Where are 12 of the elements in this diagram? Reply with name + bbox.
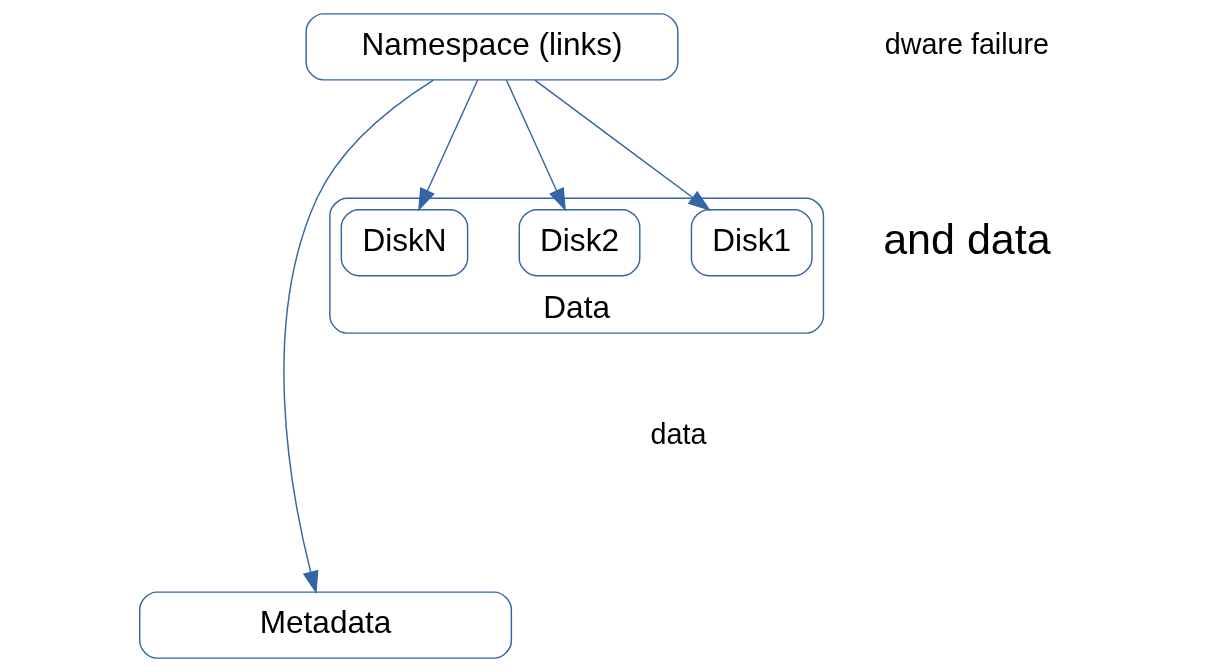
label: dware failure: [884, 28, 1049, 61]
arrow: [417, 79, 478, 212]
arrow: [533, 79, 711, 211]
node-box: Disk1: [690, 209, 813, 277]
label: data: [650, 418, 706, 451]
node-box: Namespace (links): [304, 13, 679, 81]
arrow: [505, 79, 566, 212]
node-box: DiskN: [340, 209, 468, 277]
label: and data: [882, 214, 1051, 263]
node-box: Metadata: [138, 591, 512, 659]
node-box: Disk2: [518, 209, 640, 277]
arrow: [282, 79, 434, 594]
